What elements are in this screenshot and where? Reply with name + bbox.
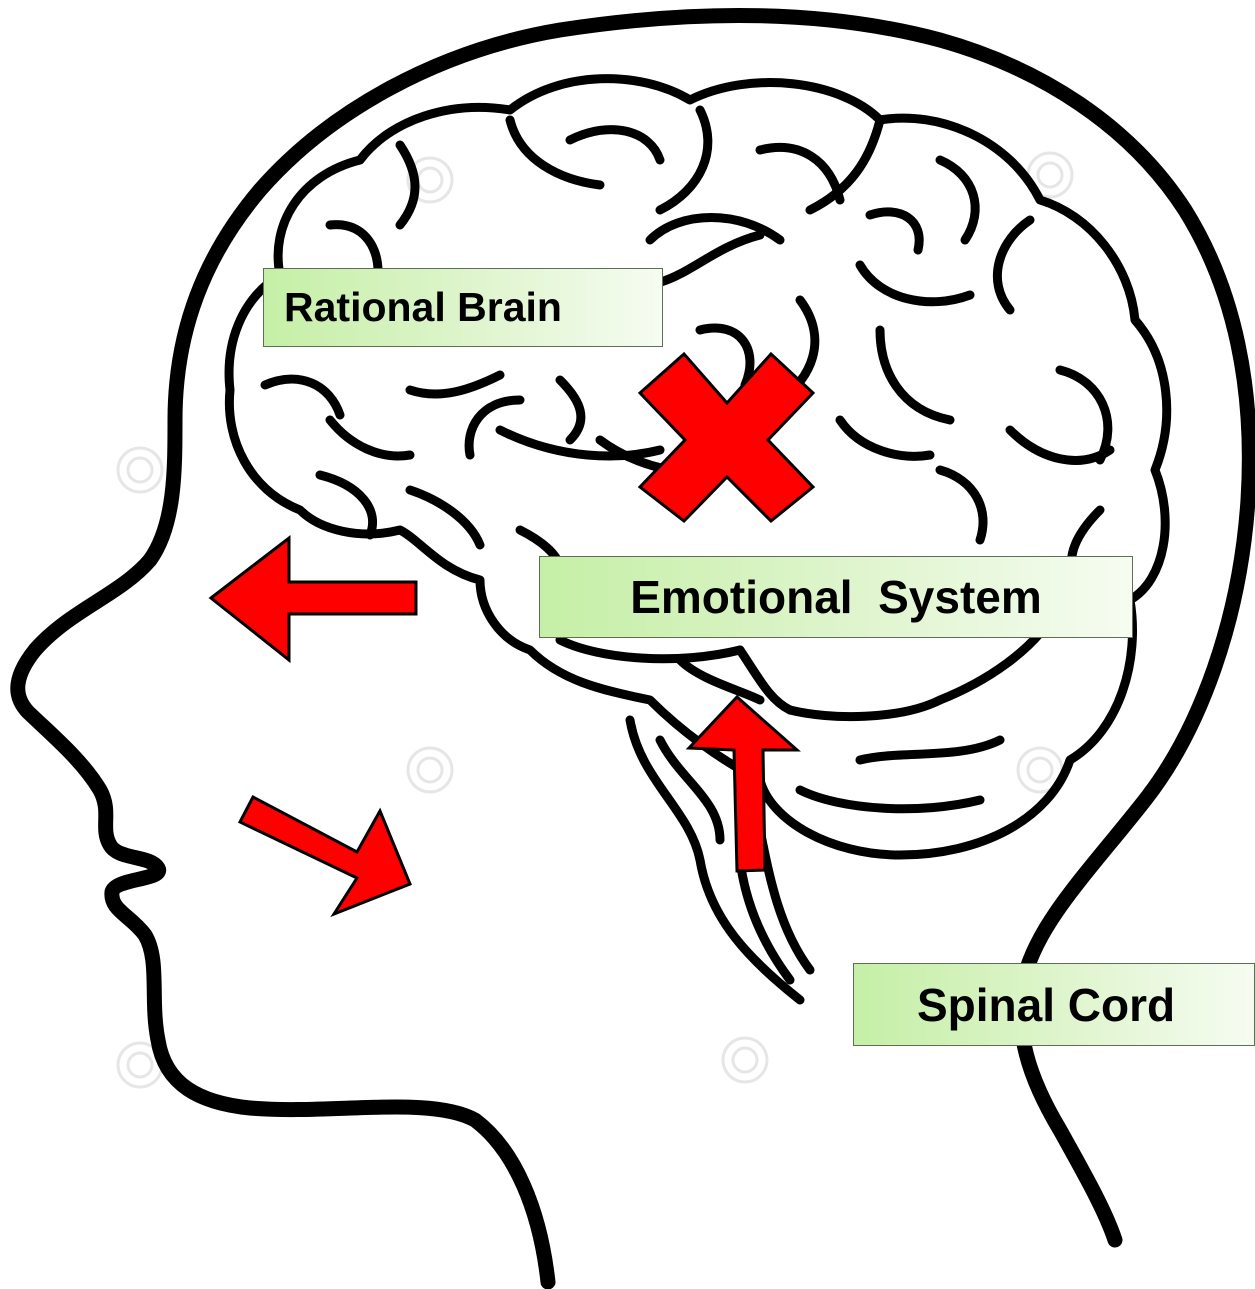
emotional-system-text: Emotional System <box>630 570 1042 624</box>
arrow-up-icon <box>689 697 797 871</box>
rational-brain-label: Rational Brain <box>263 268 663 347</box>
arrow-left-icon <box>211 538 416 660</box>
spinal-cord-label: Spinal Cord <box>853 963 1255 1046</box>
arrow-down-right-icon <box>240 797 410 914</box>
emotional-system-label: Emotional System <box>539 556 1133 638</box>
cross-icon <box>640 354 813 521</box>
